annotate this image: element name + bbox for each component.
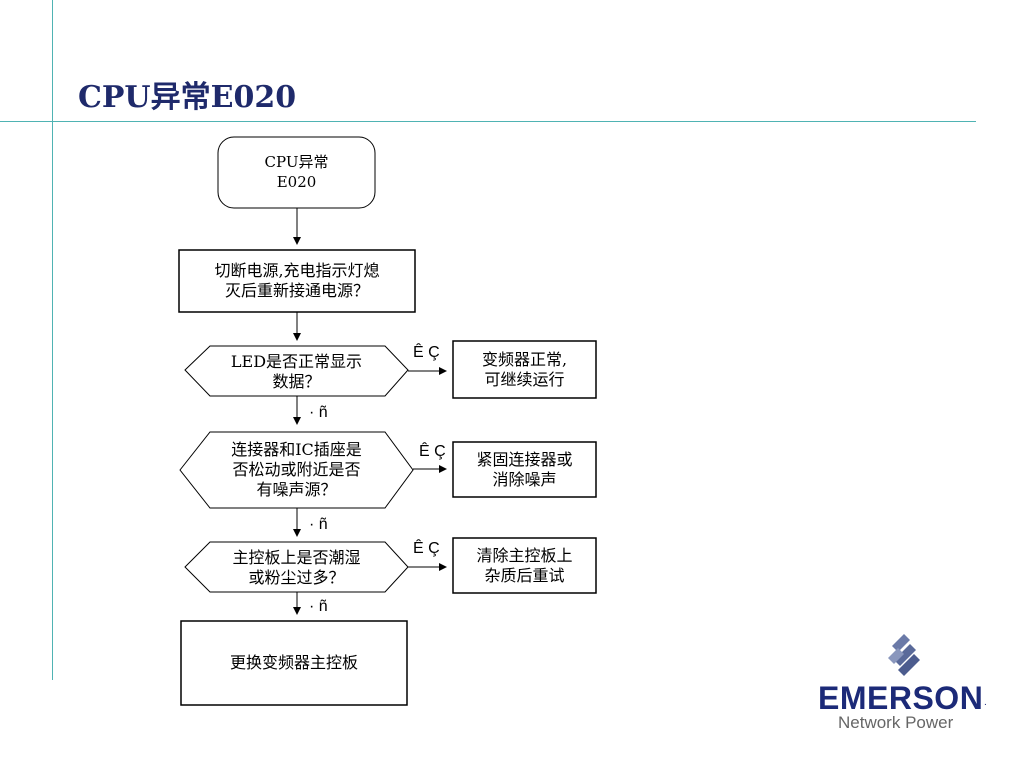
result2-node-text: 紧固连接器或 消除噪声 bbox=[453, 450, 596, 490]
step1-node-shape bbox=[178, 249, 416, 313]
vertical-rule bbox=[52, 0, 53, 680]
end-node-shape bbox=[180, 620, 408, 706]
end-node-text: 更换变频器主控板 bbox=[181, 653, 407, 673]
brand-tm: . bbox=[984, 697, 987, 708]
start-line1: CPU异常 bbox=[264, 153, 329, 171]
decision2-no-label: · ñ bbox=[309, 516, 328, 533]
result1-node-text: 变频器正常, 可继续运行 bbox=[453, 350, 596, 390]
decision1-node-shape bbox=[184, 345, 409, 397]
decision3-no-label: · ñ bbox=[309, 598, 328, 615]
decision2-yes-label: Ê Ç bbox=[419, 443, 446, 460]
decision2-node-text: 连接器和IC插座是 否松动或附近是否 有噪声源？ bbox=[180, 440, 413, 500]
result1-line1: 变频器正常, bbox=[481, 350, 568, 369]
decision3-yes-label: Ê Ç bbox=[413, 540, 440, 557]
page-title: CPU异常E020 bbox=[78, 80, 297, 115]
decision2-line3: 有噪声源？ bbox=[256, 480, 337, 499]
brand-subtitle: Network Power bbox=[838, 713, 954, 732]
decision2-node-shape bbox=[179, 431, 414, 509]
decision1-no-label: · ñ bbox=[309, 404, 328, 421]
result1-node-shape bbox=[452, 340, 597, 399]
step1-line2: 灭后重新接通电源？ bbox=[224, 281, 369, 300]
decision3-node-text: 主控板上是否潮湿 或粉尘过多？ bbox=[185, 548, 408, 588]
horizontal-rule bbox=[0, 121, 976, 122]
result1-line2: 可继续运行 bbox=[484, 370, 565, 389]
start-node-text: CPU异常 E020 bbox=[218, 152, 375, 192]
brand-name: EMERSON bbox=[818, 680, 984, 716]
decision2-line2: 否松动或附近是否 bbox=[232, 460, 361, 479]
result3-node-shape bbox=[452, 537, 597, 594]
decision3-line2: 或粉尘过多？ bbox=[248, 568, 345, 587]
result2-line1: 紧固连接器或 bbox=[476, 450, 573, 469]
step1-node-text: 切断电源,充电指示灯熄 灭后重新接通电源？ bbox=[179, 261, 415, 301]
result2-line2: 消除噪声 bbox=[492, 470, 557, 489]
decision1-line2: 数据？ bbox=[272, 372, 321, 391]
decision1-line1: LED是否正常显示 bbox=[230, 352, 363, 371]
step1-line1: 切断电源,充电指示灯熄 bbox=[214, 261, 380, 280]
decision3-line1: 主控板上是否潮湿 bbox=[232, 548, 361, 567]
decision1-yes-label: Ê Ç bbox=[413, 344, 440, 361]
emerson-logo-icon bbox=[888, 634, 920, 676]
result2-node-shape bbox=[452, 441, 597, 498]
decision1-node-text: LED是否正常显示 数据？ bbox=[185, 352, 408, 392]
result3-line1: 清除主控板上 bbox=[476, 546, 573, 565]
result3-line2: 杂质后重试 bbox=[484, 566, 565, 585]
result3-node-text: 清除主控板上 杂质后重试 bbox=[453, 546, 596, 586]
end-line1: 更换变频器主控板 bbox=[229, 653, 358, 672]
start-line2: E020 bbox=[276, 173, 317, 191]
decision2-line1: 连接器和IC插座是 bbox=[231, 440, 362, 459]
